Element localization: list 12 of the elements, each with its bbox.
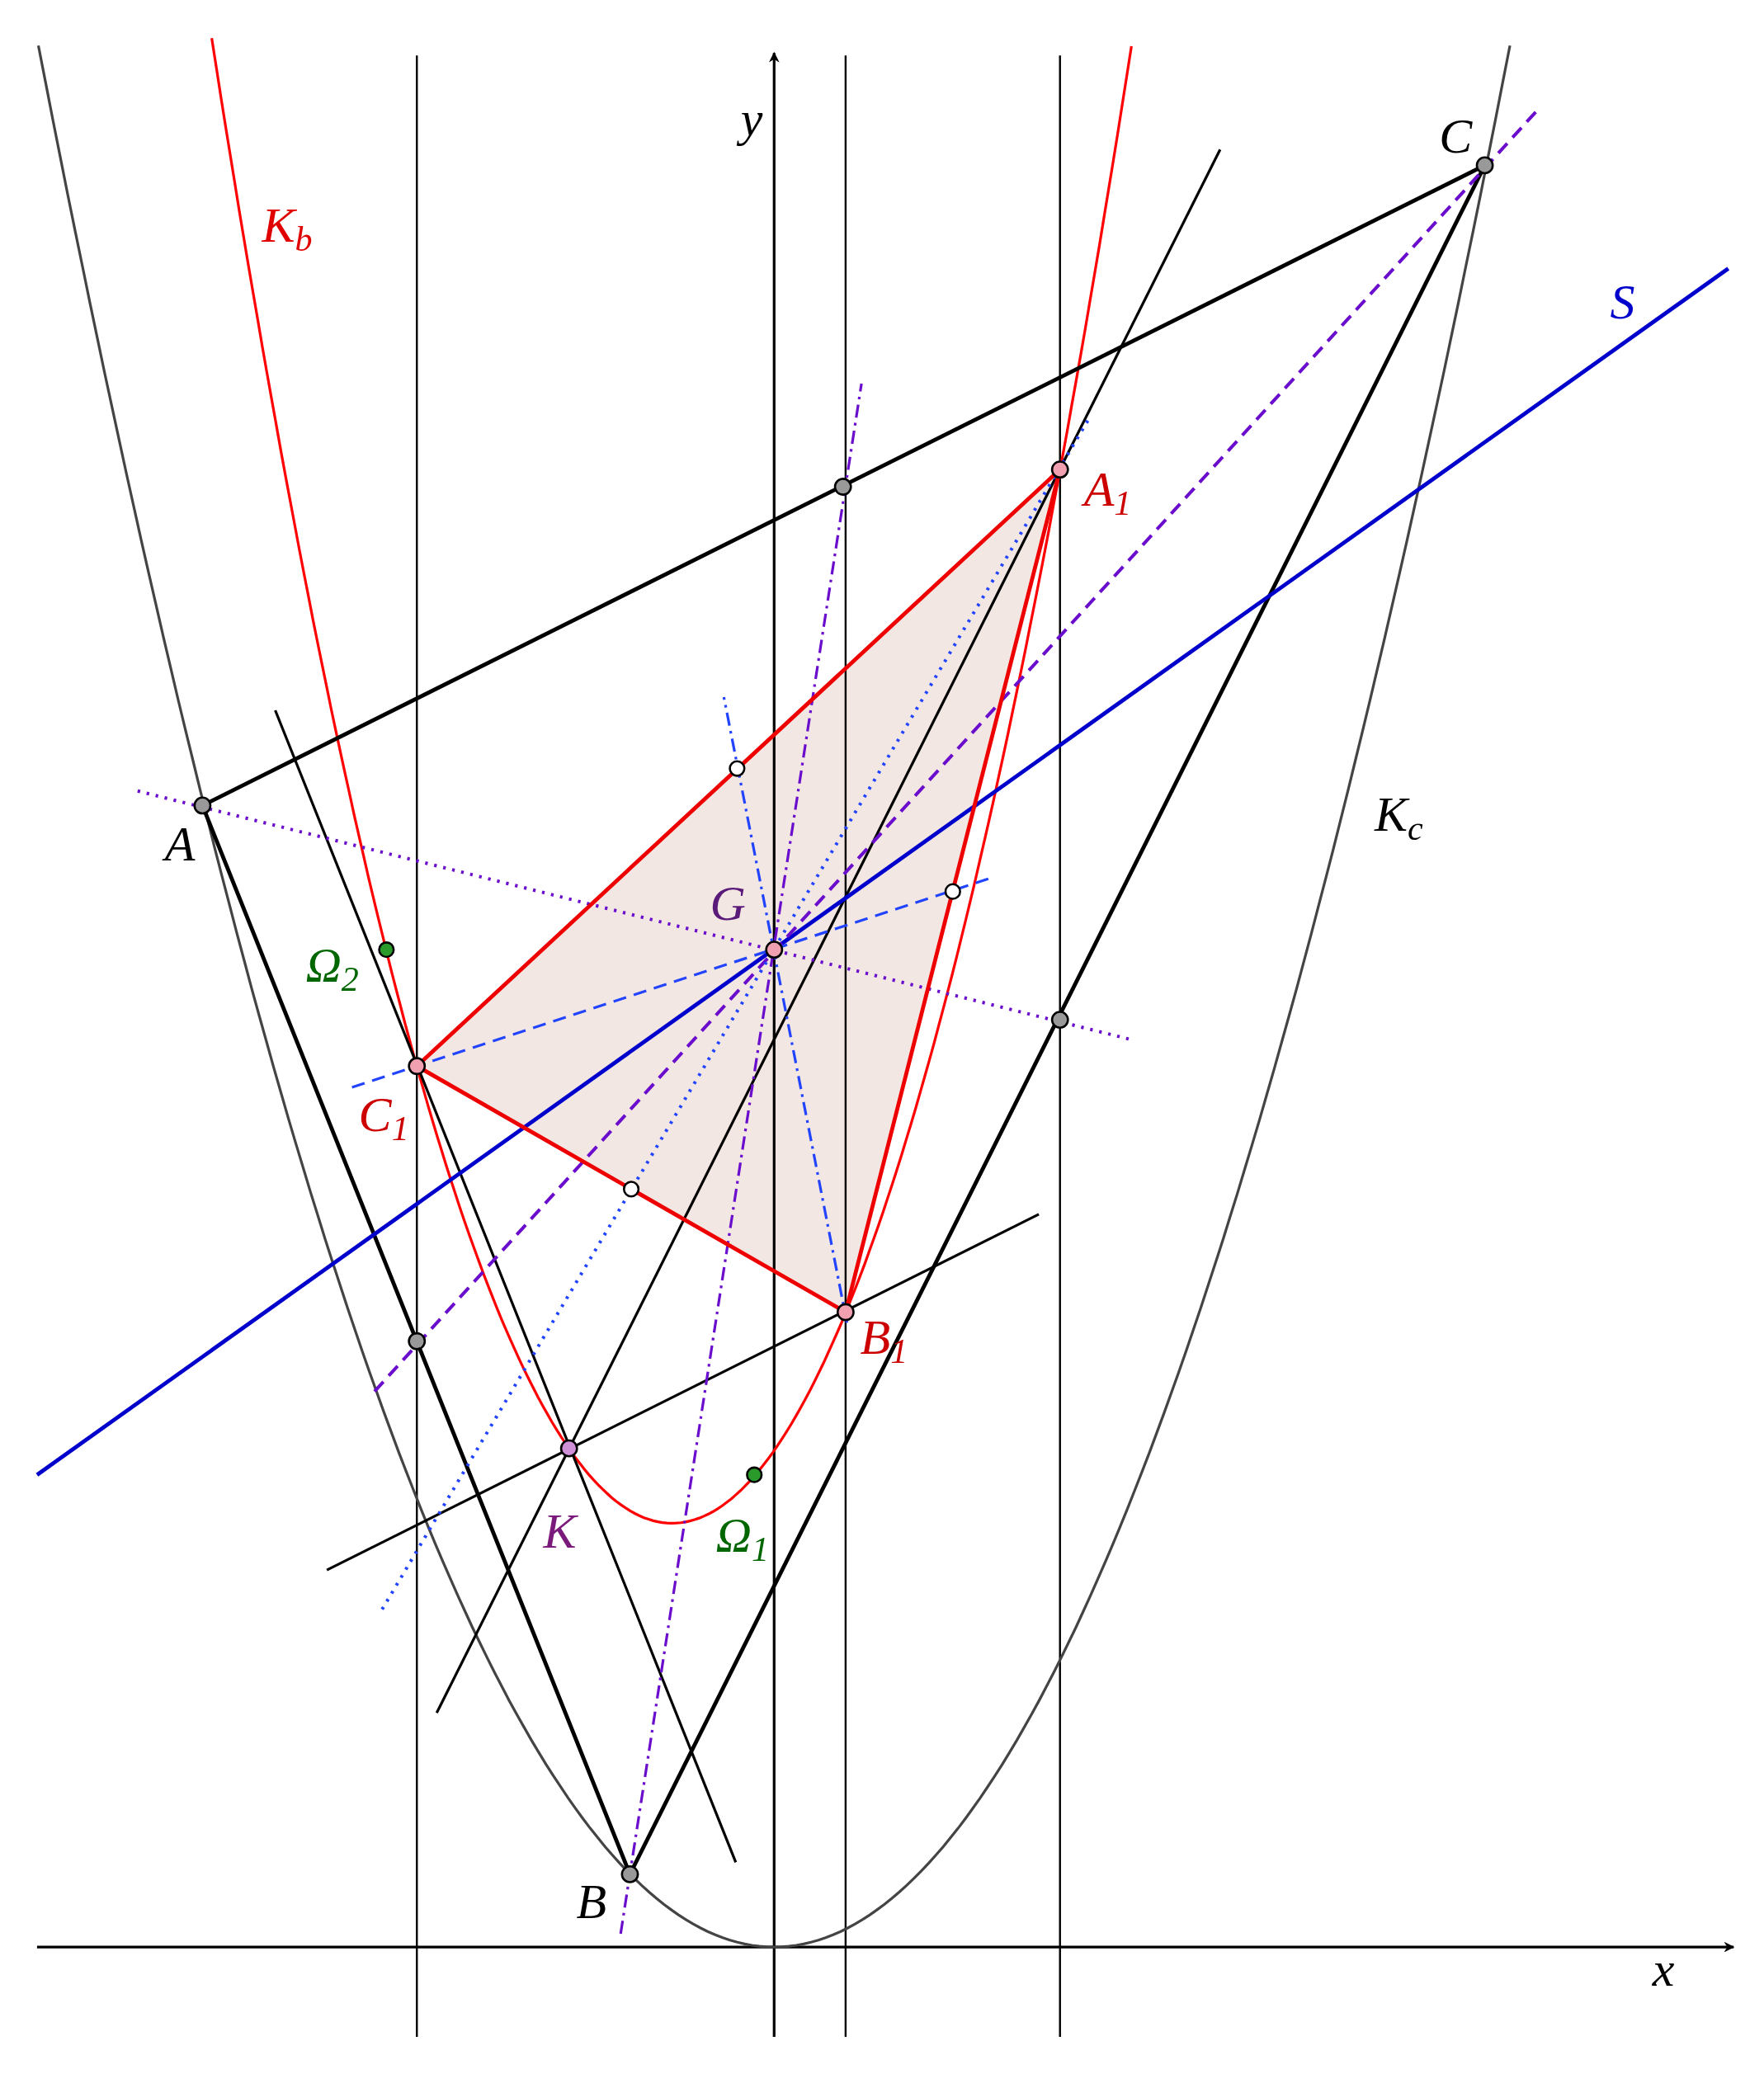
point-label: Ω$_{1}$ [715,1511,769,1567]
point-label: B [576,1876,607,1926]
point-label: G [710,879,746,929]
point-label: B$_{1}$ [860,1313,908,1369]
curve-label: K$_{c}$ [1374,790,1423,846]
point-label: K [543,1506,577,1556]
curve-label: K$_{b}$ [262,200,313,257]
point-label: Ω$_{2}$ [305,940,359,997]
axis-label: x [1652,1944,1675,1994]
line-label: S [1610,276,1635,327]
point-label: C$_{1}$ [358,1090,409,1147]
point-label: C [1439,111,1473,162]
